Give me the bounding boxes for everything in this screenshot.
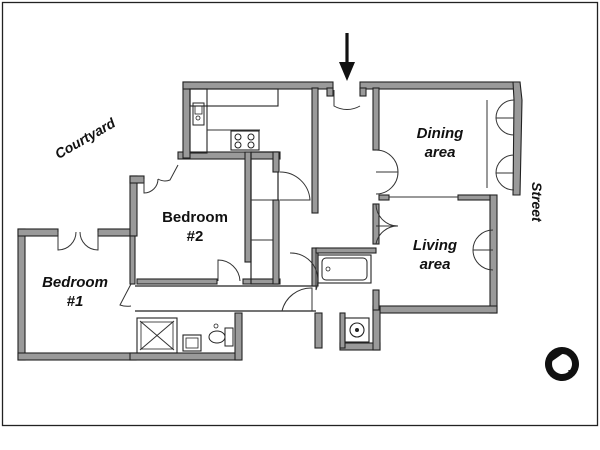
room-label-bedroom-2: Bedroom #2 [150, 208, 240, 246]
room-label-bedroom-1: Bedroom #1 [30, 273, 120, 311]
room-name: Bedroom [42, 274, 108, 291]
room-number: #1 [66, 293, 84, 310]
room-name: Dining [416, 125, 464, 142]
drawing-frame [1, 1, 599, 427]
room-label-living: Living area [400, 236, 470, 274]
room-label-dining: Dining area [405, 124, 475, 162]
door-swings [57, 90, 515, 312]
kitchen-fixtures [189, 88, 279, 154]
room-name: Living [412, 237, 458, 254]
compass-icon [545, 347, 579, 381]
bathroom-fixtures [136, 254, 372, 354]
label-street: Street [529, 182, 545, 222]
room-name: Bedroom [162, 209, 228, 226]
compass-north-letter: N [567, 366, 577, 377]
room-number: #2 [186, 228, 204, 245]
entrance-arrow [339, 33, 355, 81]
interior-walls [129, 87, 491, 349]
room-subname: area [424, 144, 456, 161]
room-subname: area [419, 256, 451, 273]
